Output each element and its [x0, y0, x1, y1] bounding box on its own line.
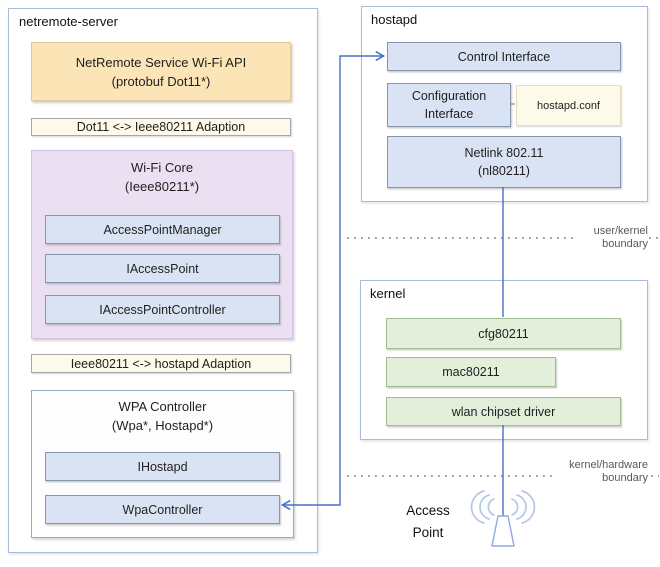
module-configuration-interface: Configuration Interface	[387, 83, 511, 127]
kernel-hardware-line1: kernel/hardware	[569, 459, 648, 471]
dot11-adaption-label: Dot11 <-> Ieee80211 Adaption	[76, 120, 246, 134]
configuration-interface-line2: Interface	[424, 107, 474, 121]
iaccesspointcontroller-label: IAccessPointController	[99, 302, 226, 317]
user-kernel-line1: user/kernel	[593, 225, 648, 237]
netremote-api-line1: NetRemote Service Wi-Fi API	[75, 54, 247, 70]
kernel-container: kernel cfg80211 mac80211 wlan chipset dr…	[360, 280, 648, 440]
module-iaccesspoint: IAccessPoint	[45, 254, 280, 283]
antenna-icon	[470, 490, 536, 547]
netremote-server-title: netremote-server	[19, 14, 118, 29]
module-cfg80211: cfg80211	[386, 318, 621, 349]
access-point-label: Access Point	[395, 500, 461, 544]
wifi-core-title: Wi-Fi Core	[130, 160, 194, 175]
module-iaccesspointcontroller: IAccessPointController	[45, 295, 280, 324]
ieee80211-hostapd-adaption-strip: Ieee80211 <-> hostapd Adaption	[31, 354, 291, 373]
netlink-line2: (nl80211)	[478, 164, 530, 178]
hostapd-container: hostapd Control Interface Configuration …	[361, 6, 648, 202]
hostapd-conf-file: hostapd.conf	[516, 85, 621, 126]
netlink-line1: Netlink 802.11	[464, 146, 544, 160]
configuration-interface-line1: Configuration	[411, 89, 487, 103]
wpa-controller-subtitle: (Wpa*, Hostapd*)	[111, 418, 214, 433]
wifi-core-group: Wi-Fi Core (Ieee80211*) AccessPointManag…	[31, 150, 293, 339]
ieee80211-hostapd-adaption-label: Ieee80211 <-> hostapd Adaption	[70, 356, 252, 371]
kernel-hardware-boundary-label: kernel/hardware boundary	[548, 459, 648, 484]
module-ihostapd: IHostapd	[45, 452, 280, 481]
kernel-title: kernel	[370, 286, 406, 301]
wpacontroller-label: WpaController	[122, 502, 203, 517]
netremote-api-line2: (protobuf Dot11*)	[111, 73, 211, 89]
kernel-hardware-line2: boundary	[602, 471, 648, 484]
user-kernel-line2: boundary	[602, 237, 648, 250]
module-wlan-chipset-driver: wlan chipset driver	[386, 397, 621, 426]
mac80211-label: mac80211	[442, 365, 500, 379]
netremote-api-box: NetRemote Service Wi-Fi API (protobuf Do…	[31, 42, 291, 101]
module-control-interface: Control Interface	[387, 42, 621, 71]
dot11-adaption-strip: Dot11 <-> Ieee80211 Adaption	[31, 118, 291, 136]
wpa-controller-group: WPA Controller (Wpa*, Hostapd*) IHostapd…	[31, 390, 294, 538]
module-wpacontroller: WpaController	[45, 495, 280, 524]
wpa-controller-title: WPA Controller	[118, 399, 207, 414]
wifi-core-subtitle: (Ieee80211*)	[124, 179, 200, 194]
iaccesspoint-label: IAccessPoint	[126, 261, 199, 276]
hostapd-conf-label: hostapd.conf	[537, 99, 600, 112]
ihostapd-label: IHostapd	[137, 459, 188, 474]
module-accesspointmanager: AccessPointManager	[45, 215, 280, 244]
access-point-line2: Point	[412, 525, 444, 540]
module-netlink: Netlink 802.11 (nl80211)	[387, 136, 621, 188]
access-point-line1: Access	[406, 503, 450, 518]
control-interface-label: Control Interface	[457, 49, 551, 64]
accesspointmanager-label: AccessPointManager	[103, 222, 222, 237]
hostapd-title: hostapd	[371, 12, 418, 27]
netremote-server-container: netremote-server NetRemote Service Wi-Fi…	[8, 8, 318, 553]
cfg80211-label: cfg80211	[478, 326, 529, 341]
user-kernel-boundary-label: user/kernel boundary	[548, 225, 648, 250]
wlan-chipset-driver-label: wlan chipset driver	[451, 404, 556, 419]
module-mac80211: mac80211	[386, 357, 556, 387]
